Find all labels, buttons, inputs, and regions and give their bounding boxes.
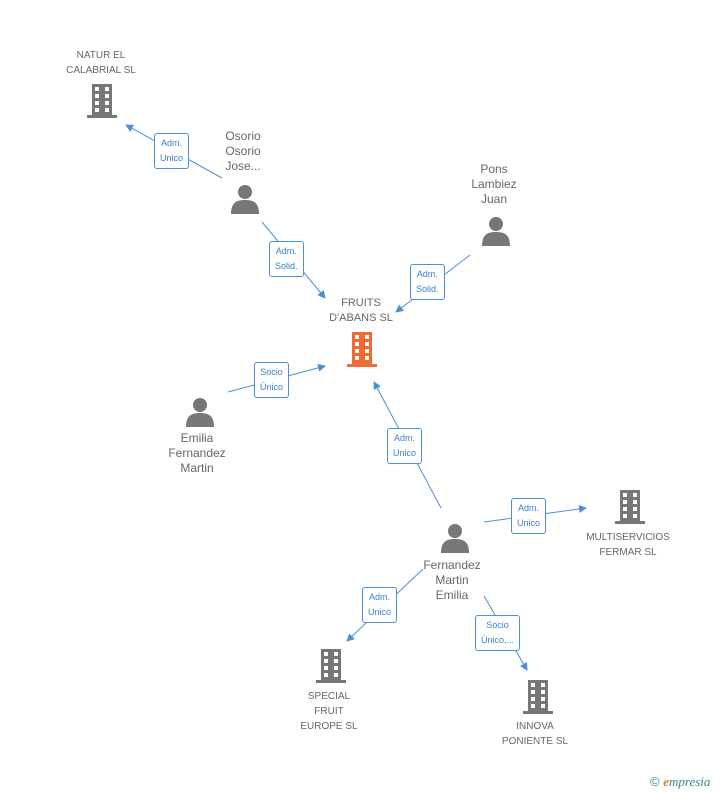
- person-icon[interactable]: [185, 397, 215, 427]
- edge-label-pons-fruits[interactable]: Adm. Solid.: [410, 264, 445, 300]
- edge-label-osorio-fruits[interactable]: Adm. Solid.: [269, 241, 304, 277]
- copyright-symbol: ©: [650, 774, 660, 789]
- footer-brand[interactable]: © empresia: [650, 774, 710, 790]
- company-label-multiservicios[interactable]: MULTISERVICIOS FERMAR SL: [586, 532, 670, 558]
- edge-label-fernandez-innova[interactable]: Socio Único,...: [475, 615, 521, 651]
- person-label-fernandez-emilia[interactable]: Fernandez Martin Emilia: [423, 558, 481, 602]
- building-icon[interactable]: [522, 680, 554, 714]
- edge-label-fernandez-multi[interactable]: Adm. Unico: [511, 498, 547, 534]
- person-label-pons[interactable]: Pons Lambiez Juan: [471, 162, 517, 206]
- person-icon[interactable]: [230, 184, 260, 214]
- person-icon[interactable]: [440, 523, 470, 553]
- person-label-emilia-fernandez[interactable]: Emilia Fernandez Martin: [168, 431, 226, 475]
- edge-label-osorio-natur[interactable]: Adm. Unico: [154, 133, 190, 169]
- building-icon[interactable]: [86, 84, 118, 118]
- person-icon[interactable]: [481, 216, 511, 246]
- company-label-special-fruit[interactable]: SPECIAL FRUIT EUROPE SL: [300, 691, 358, 732]
- building-icon[interactable]: [315, 649, 347, 683]
- edge-label-fernandez-fruits[interactable]: Adm. Unico: [387, 428, 423, 464]
- empresia-logo: empresia: [663, 774, 711, 789]
- center-company-label[interactable]: FRUITS D'ABANS SL: [329, 297, 393, 324]
- company-label-innova[interactable]: INNOVA PONIENTE SL: [501, 721, 569, 747]
- edge-label-emilia-fruits[interactable]: Socio Único: [254, 362, 290, 398]
- company-label-natur[interactable]: NATUR EL CALABRIAL SL: [66, 50, 136, 76]
- person-label-osorio[interactable]: Osorio Osorio Jose...: [225, 129, 261, 173]
- building-icon[interactable]: [614, 490, 646, 524]
- edge-label-fernandez-special[interactable]: Adm. Unico: [362, 587, 398, 623]
- center-building-icon[interactable]: [346, 332, 378, 367]
